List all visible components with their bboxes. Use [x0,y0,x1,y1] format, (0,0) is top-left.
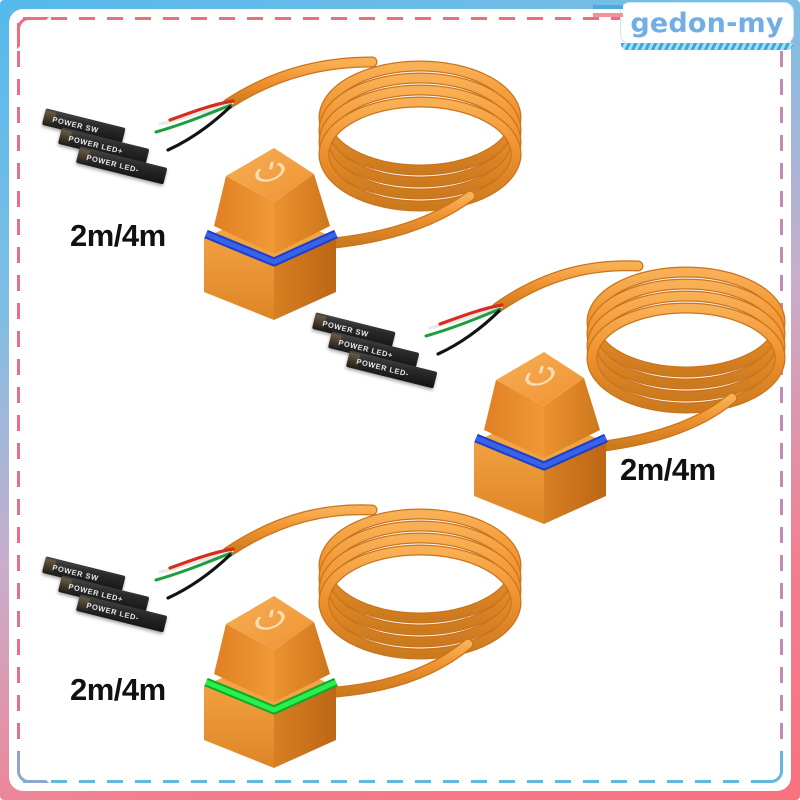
cable-coil-2 [586,266,786,414]
cable-path-3 [222,504,522,698]
watermark-text: gedon-my [630,7,784,39]
cable-coil-3 [318,508,522,660]
cable-path-1 [222,56,522,249]
wire-bundle-1 [154,99,235,152]
power-symbol-icon-1 [255,161,285,182]
switch-keycap-3 [214,596,330,702]
wire-bundle-3 [154,547,235,600]
switch-keycap-2 [484,352,600,458]
cable-path-2 [491,260,786,452]
length-label-2: 2m/4m [620,452,716,487]
watermark-striped-bar [621,43,793,50]
led-ring-1 [204,229,338,267]
watermark-tick-pink [593,13,623,17]
power-switch-body-3[interactable] [196,590,356,770]
switch-keycap-1 [214,148,330,254]
wire-bundle-2 [424,303,504,356]
led-ring-3 [204,677,338,715]
length-label-1: 2m/4m [70,218,166,253]
frame-inner-white-area [9,9,791,791]
watermark-badge: gedon-my [593,2,794,50]
led-ring-2 [474,433,608,471]
watermark-tick-blue [593,5,623,9]
power-switch-body-1[interactable] [196,142,356,322]
length-label-3: 2m/4m [70,672,166,707]
cable-coil-1 [318,60,522,212]
power-switch-body-2[interactable] [466,346,626,526]
